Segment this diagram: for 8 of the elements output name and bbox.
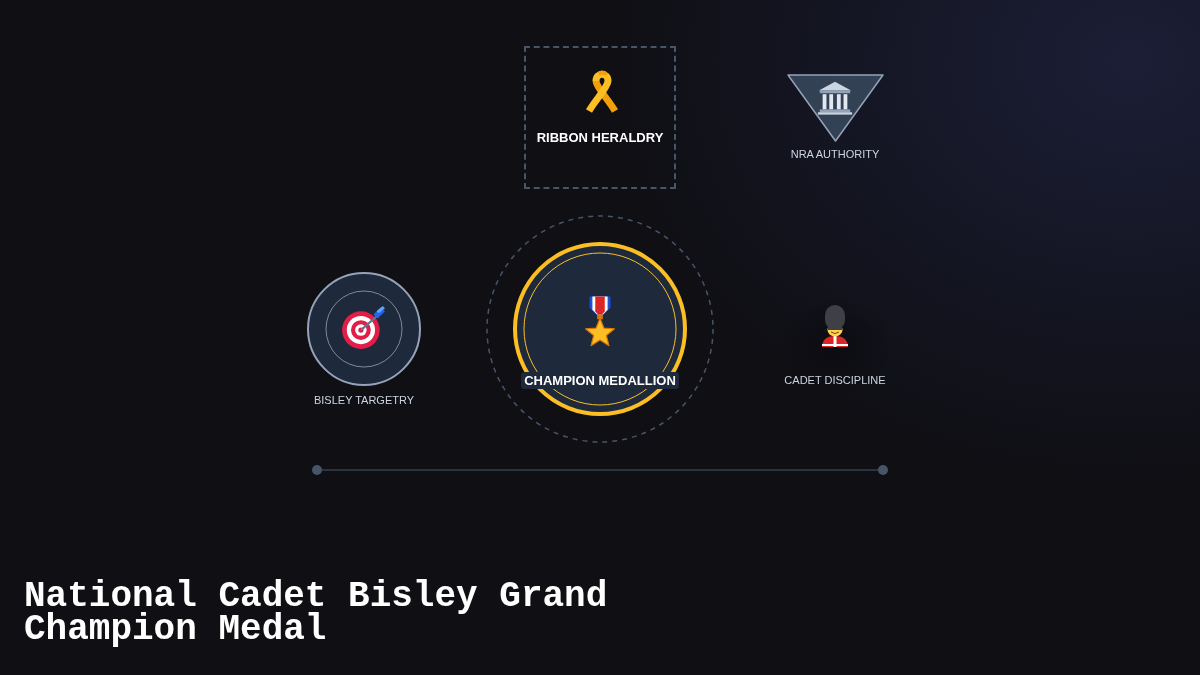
- node-label: CADET DISCIPLINE: [784, 374, 886, 386]
- medallion-circle: [513, 242, 687, 416]
- title: National Cadet Bisley Grand Champion Medal: [24, 580, 609, 646]
- node-label: CHAMPION MEDALLION: [521, 372, 679, 389]
- node-label: BISLEY TARGETRY: [313, 394, 415, 406]
- dashed-box: [524, 46, 676, 189]
- node-label: RIBBON HERALDRY: [536, 130, 664, 145]
- node-label: NRA AUTHORITY: [790, 148, 880, 160]
